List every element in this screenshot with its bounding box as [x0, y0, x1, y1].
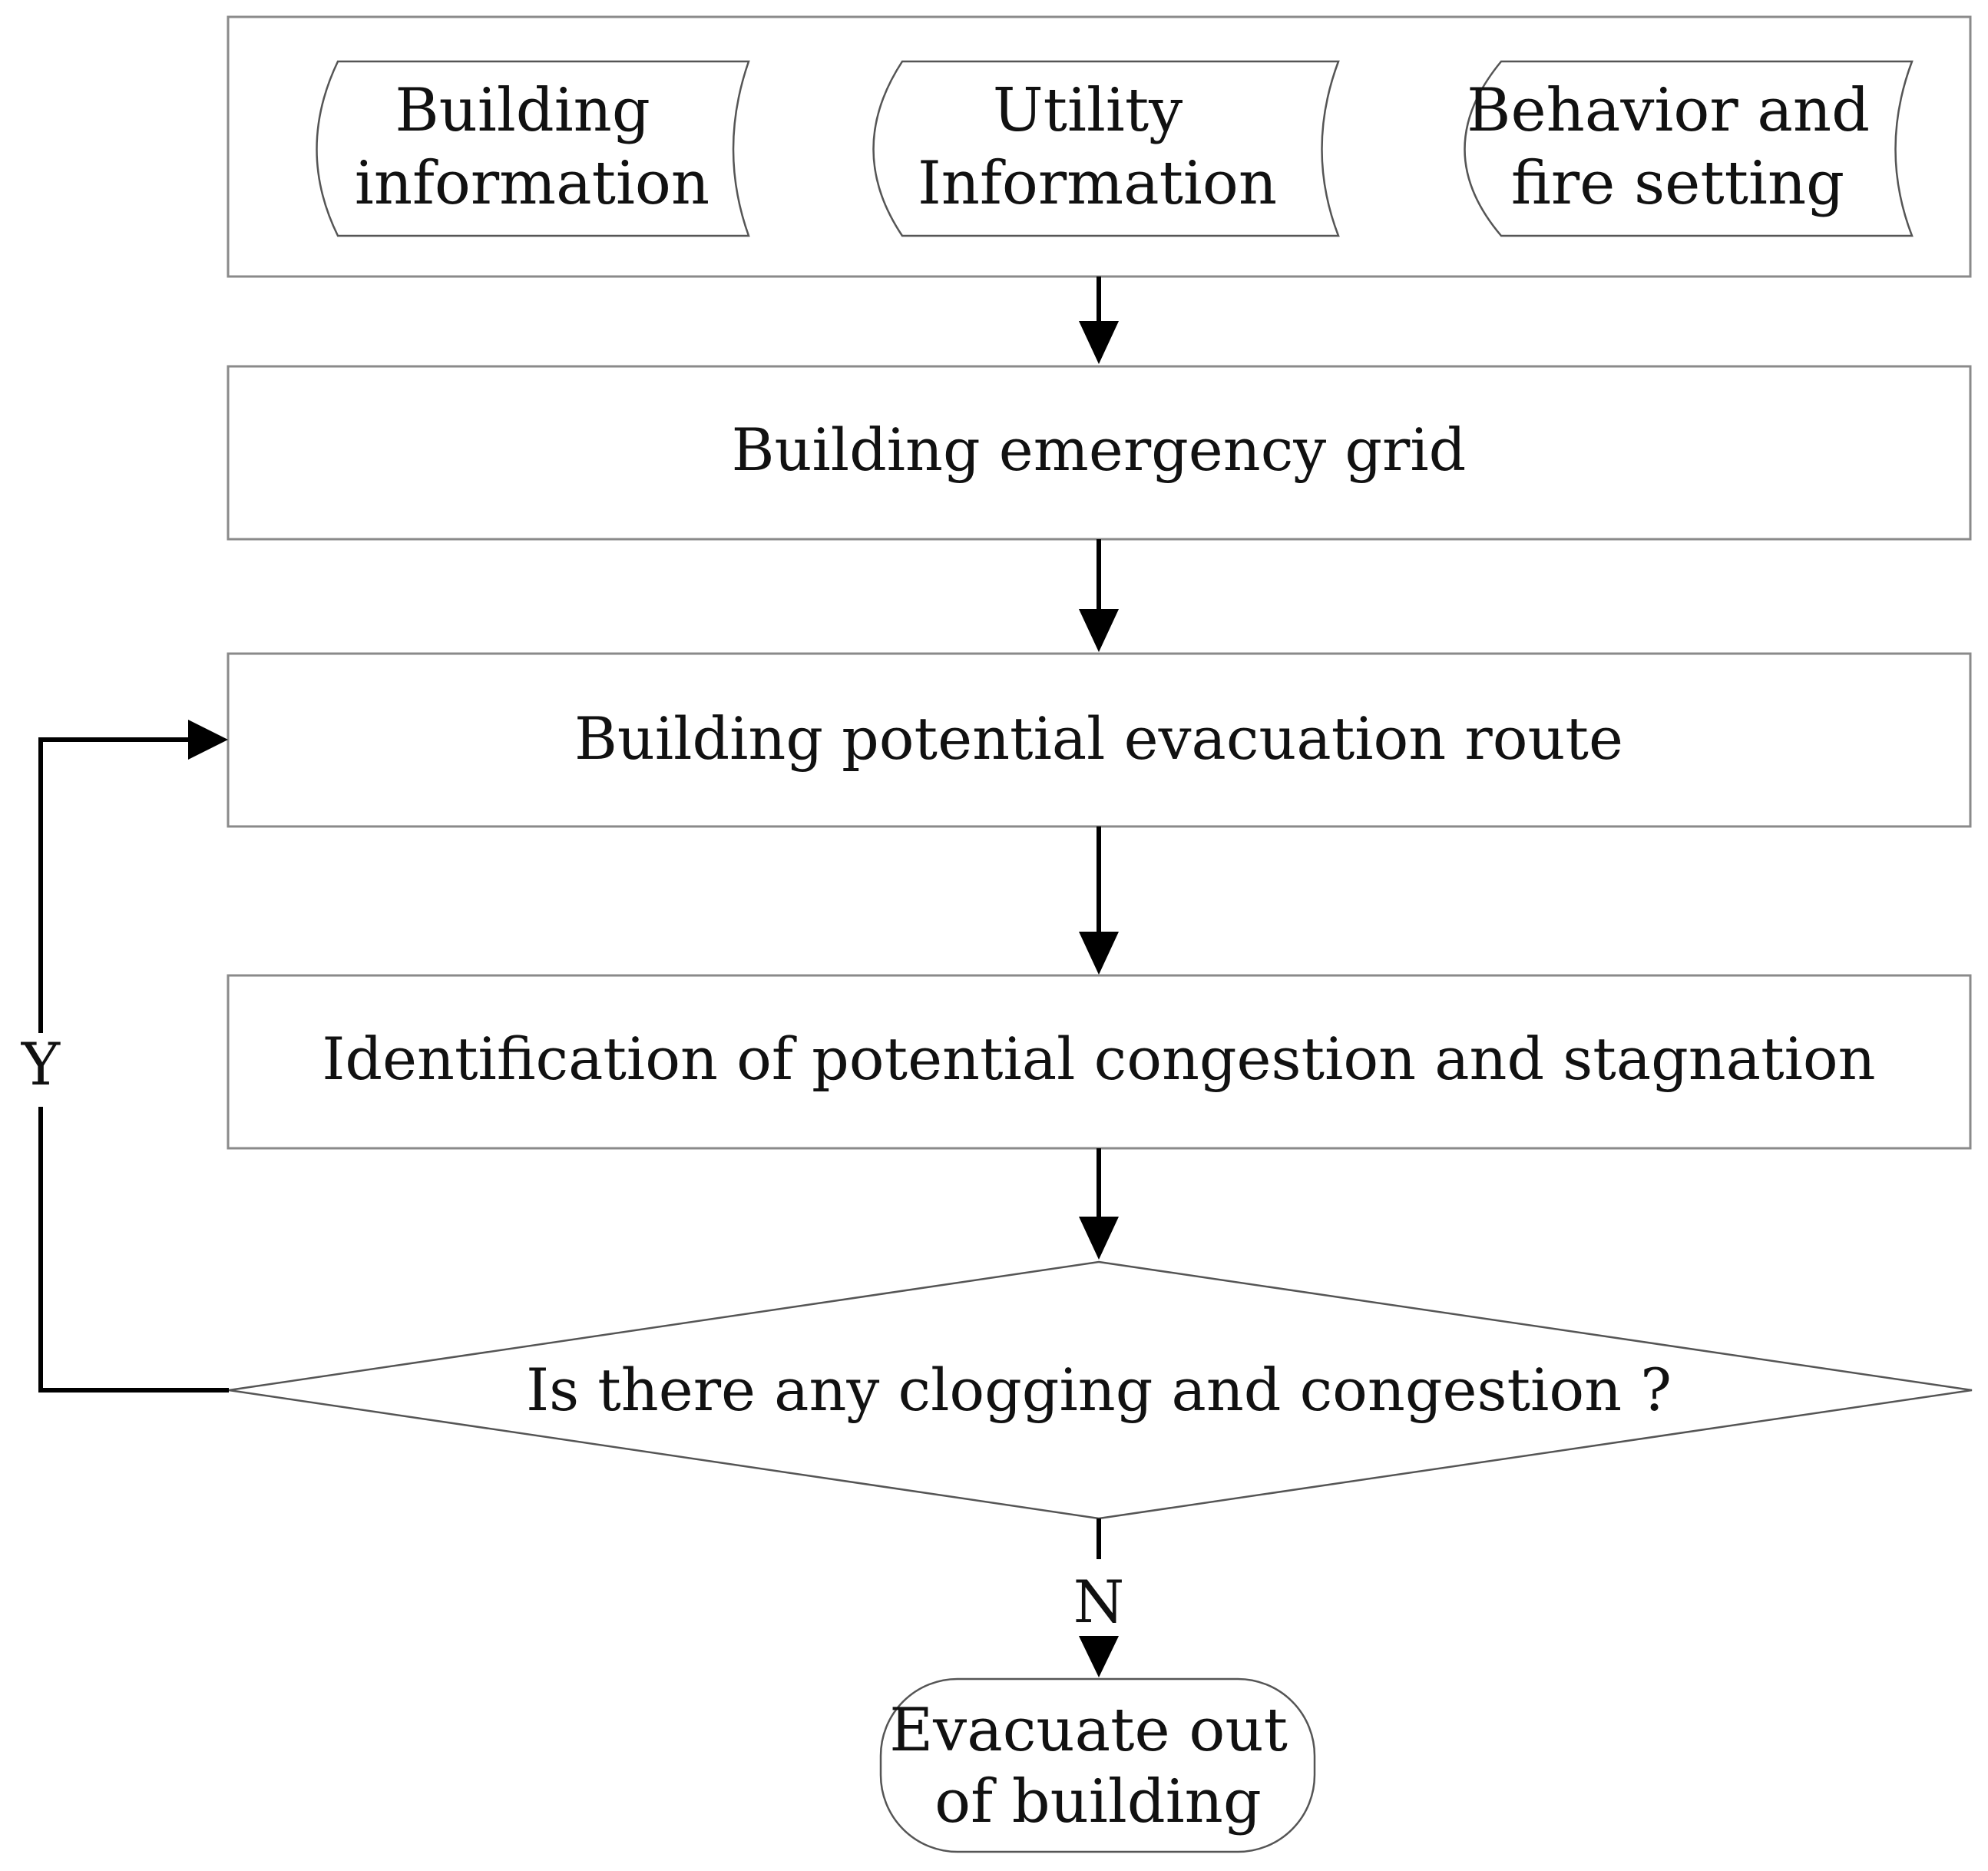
building-emergency-grid-box: [227, 365, 1972, 541]
identification-label: Identification of potential congestion a…: [322, 1025, 1875, 1093]
arrowhead-right-icon: [188, 720, 228, 760]
no-label: N: [1073, 1568, 1125, 1636]
arrowhead-down-icon: [1079, 1217, 1119, 1260]
arrowhead-down-icon: [1079, 1636, 1119, 1677]
arrowhead-down-icon: [1079, 932, 1119, 975]
decision-question-label: Is there any clogging and congestion ?: [526, 1356, 1672, 1424]
evacuate-terminal: [879, 1677, 1316, 1853]
yes-loop-connector: [38, 1107, 229, 1392]
identification-box: [227, 974, 1972, 1150]
building-information-label: Building information: [355, 76, 710, 218]
utility-information-data-shape: [872, 60, 1340, 237]
potential-evacuation-route-label: Building potential evacuation route: [574, 704, 1623, 773]
building-emergency-grid-label: Building emergency grid: [732, 416, 1467, 484]
utility-information-label: Utility Information: [918, 76, 1277, 218]
arrowhead-down-icon: [1079, 609, 1119, 652]
behavior-fire-setting-label: Behavior and fire setting: [1467, 76, 1889, 218]
behavior-fire-setting-data-shape: [1464, 60, 1914, 237]
yes-label: Y: [21, 1030, 61, 1098]
evacuate-terminal-label: Evacuate out of building: [889, 1696, 1307, 1836]
potential-evacuation-route-box: [227, 652, 1972, 828]
yes-loop-connector-upper: [38, 737, 190, 1033]
building-information-data-shape: [316, 60, 750, 237]
arrowhead-down-icon: [1079, 321, 1119, 364]
